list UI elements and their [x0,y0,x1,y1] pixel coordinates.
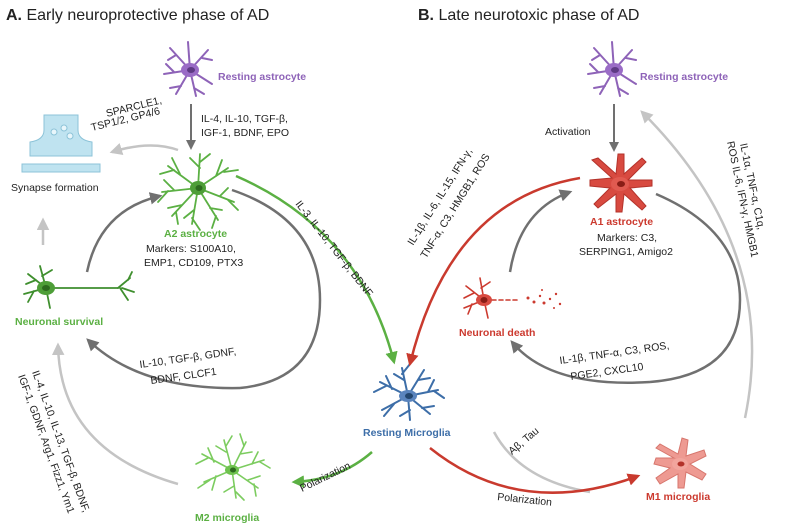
il1b-bottom-line1: IL-1β, TNF-α, C3, ROS, [559,340,670,367]
abeta-tau-label: Aβ, Tau [506,425,541,457]
a2-to-microglia-arrow [235,174,398,365]
a1-loop-arrow [649,192,742,384]
il1b-bottom-line2: PGE2, CXCL10 [570,361,645,383]
polarization-m1-arrow [429,447,641,494]
m2-to-neuron-arrow [51,342,179,486]
a2-markers-line1: Markers: S100A10, [146,243,236,255]
healthy-neuron-icon [23,265,135,309]
neuron-to-a1-arrow [508,189,573,273]
panel-b-title-text: Late neurotoxic phase of AD [438,7,639,24]
neuronal-death-label: Neuronal death [459,327,535,339]
a1-astrocyte-label: A1 astrocyte [590,216,653,228]
a2-to-neuron-arrow [86,338,241,390]
a2-loop-arrow [231,188,322,390]
m1-microglia-label: M1 microglia [646,491,710,503]
abeta-tau-arc [492,431,591,494]
panel-a-title: A. Early neuroprotective phase of AD [6,7,269,24]
a2-markers-line2: EMP1, CD109, PTX3 [144,257,243,269]
polarization-m2-arrow [291,451,373,488]
resting-microglia-icon [373,363,445,421]
a1-to-microglia-arrow [406,176,581,367]
a1-markers-line2: SERPING1, Amigo2 [579,246,673,258]
panel-b-letter: B. [418,7,434,24]
resting-astrocyte-icon [163,41,213,97]
a2-astrocyte-icon [157,153,239,231]
a2-to-synapse-arrow [109,143,179,155]
astro-factors-line1: IL-4, IL-10, TGF-β, [201,113,288,125]
panel-b-title: B. Late neurotoxic phase of AD [418,7,639,24]
activation-label: Activation [545,126,591,138]
m1-microglia-icon [653,437,707,489]
neuronal-survival-label: Neuronal survival [15,316,103,328]
panel-a-letter: A. [6,7,22,24]
a2-astrocyte-label: A2 astrocyte [164,228,227,240]
a1-to-neuron-arrow [510,340,651,384]
resting-astrocyte-a-label: Resting astrocyte [218,71,306,83]
il3-factors: IL-3, IL-10, TGF-β, BDNF [293,198,375,299]
il10-factors-line1: IL-10, TGF-β, GDNF, [139,346,237,371]
m1-to-astrocyte-arrow [640,110,754,419]
resting-astrocyte-b-label: Resting astrocyte [640,71,728,83]
a1-astrocyte-icon [589,153,653,213]
m2-microglia-label: M2 microglia [195,512,259,524]
synapse-icon [21,114,101,173]
dying-neuron-icon [463,277,562,319]
m2-microglia-icon [195,433,271,501]
astro-factors-line2: IGF-1, BDNF, EPO [201,127,289,139]
resting-astrocyte-b-icon [587,41,637,97]
resting-microglia-label: Resting Microglia [363,427,451,439]
neuron-to-a2-arrow [85,192,163,273]
panel-a-title-text: Early neuroprotective phase of AD [26,7,269,24]
synapse-formation-label: Synapse formation [11,182,99,194]
a1-markers-line1: Markers: C3, [597,232,657,244]
polarization-m2-label: Polarization [298,460,353,495]
polarization-m1-label: Polarization [497,491,553,509]
